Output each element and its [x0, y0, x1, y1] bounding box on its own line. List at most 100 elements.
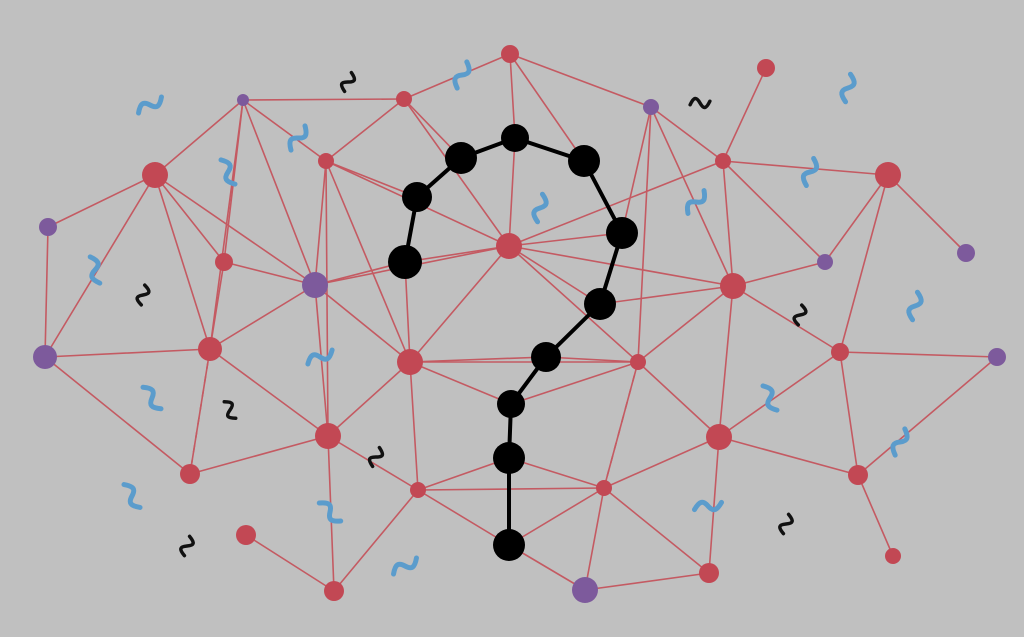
purple-node [39, 218, 57, 236]
network-edge [209, 284, 316, 350]
blue-squiggle [140, 384, 164, 412]
black-squiggle [222, 400, 238, 420]
black-squiggle [792, 303, 808, 327]
blue-squiggle [452, 59, 472, 91]
network-edge [314, 284, 411, 363]
network-edge [242, 98, 405, 101]
blue-squiggle [218, 157, 238, 187]
blue-squiggle [684, 188, 708, 216]
network-edge [509, 53, 652, 108]
network-edge [333, 489, 419, 592]
network-edge [154, 174, 211, 350]
red-node [397, 349, 423, 375]
blue-squiggle [121, 482, 143, 510]
network-nodes [33, 45, 1006, 603]
black-squiggle [179, 534, 195, 558]
chain-node [493, 529, 525, 561]
purple-node [302, 272, 328, 298]
chain-node [531, 342, 561, 372]
network-edge [44, 356, 191, 475]
red-node [236, 525, 256, 545]
purple-node [237, 94, 249, 106]
red-node [831, 343, 849, 361]
red-node [715, 153, 731, 169]
chain-link-edge [508, 487, 605, 546]
blue-squiggle [305, 347, 335, 367]
network-edge [245, 534, 335, 592]
purple-node [572, 577, 598, 603]
black-squiggle [367, 445, 385, 469]
network-edge [718, 351, 841, 438]
chain-link-edge [417, 489, 510, 546]
network-edge [839, 174, 889, 353]
network-edge [637, 106, 652, 363]
network-edge [584, 487, 605, 591]
chain-link-edge [409, 361, 512, 405]
chain-node [606, 217, 638, 249]
chain-link-edge [325, 160, 418, 198]
network-edge [603, 436, 720, 489]
network-edge [887, 174, 967, 254]
chain-node [493, 442, 525, 474]
network-edge [508, 160, 724, 247]
chain-node [445, 142, 477, 174]
blue-squiggle [87, 254, 103, 286]
network-edge [314, 160, 327, 286]
network-edge [708, 436, 720, 574]
purple-node [988, 348, 1006, 366]
network-edge [718, 436, 859, 476]
network-edge [327, 361, 411, 437]
network-edge [47, 174, 156, 228]
black-squiggle [778, 512, 794, 536]
network-edge [722, 160, 826, 263]
blue-squiggle [890, 426, 910, 458]
network-edge [603, 487, 710, 574]
network-edge [508, 245, 734, 287]
purple-node [33, 345, 57, 369]
network-edge [650, 106, 734, 287]
network-edge [637, 361, 720, 438]
network-edge [44, 226, 49, 358]
red-node [757, 59, 775, 77]
chain-link-edge [545, 356, 639, 363]
network-edge [209, 99, 244, 350]
red-node [699, 563, 719, 583]
chain-node [388, 245, 422, 279]
blue-squiggle [391, 555, 419, 577]
network-edge [44, 348, 211, 358]
red-node [630, 354, 646, 370]
red-node [318, 153, 334, 169]
red-node [396, 91, 412, 107]
blue-squiggle [316, 500, 344, 524]
chain-node [501, 124, 529, 152]
network-edge [732, 285, 841, 353]
blue-squiggle [839, 71, 857, 105]
network-edge [508, 245, 639, 363]
chain-link-edge [508, 232, 623, 247]
red-node [315, 423, 341, 449]
chain-link-edge [509, 53, 585, 162]
squiggle-decorations [87, 59, 924, 577]
network-edge [327, 435, 419, 491]
blue-squiggle [287, 123, 309, 153]
network-edge [242, 99, 327, 162]
chain-link-edge [508, 137, 516, 247]
red-node [848, 465, 868, 485]
network-edge [223, 261, 316, 286]
chain-node [584, 288, 616, 320]
purple-node [643, 99, 659, 115]
red-node [875, 162, 901, 188]
network-edge [325, 160, 411, 363]
network-edge [154, 174, 225, 263]
network-edge [209, 261, 225, 350]
network-edge [839, 351, 998, 358]
red-node [142, 162, 168, 188]
network-edge [718, 285, 734, 438]
red-node [706, 424, 732, 450]
network-edge [857, 356, 998, 476]
blue-squiggle [136, 94, 164, 116]
network-edge [409, 361, 419, 491]
network-edge [722, 160, 734, 287]
chain-link-edge [409, 356, 547, 363]
